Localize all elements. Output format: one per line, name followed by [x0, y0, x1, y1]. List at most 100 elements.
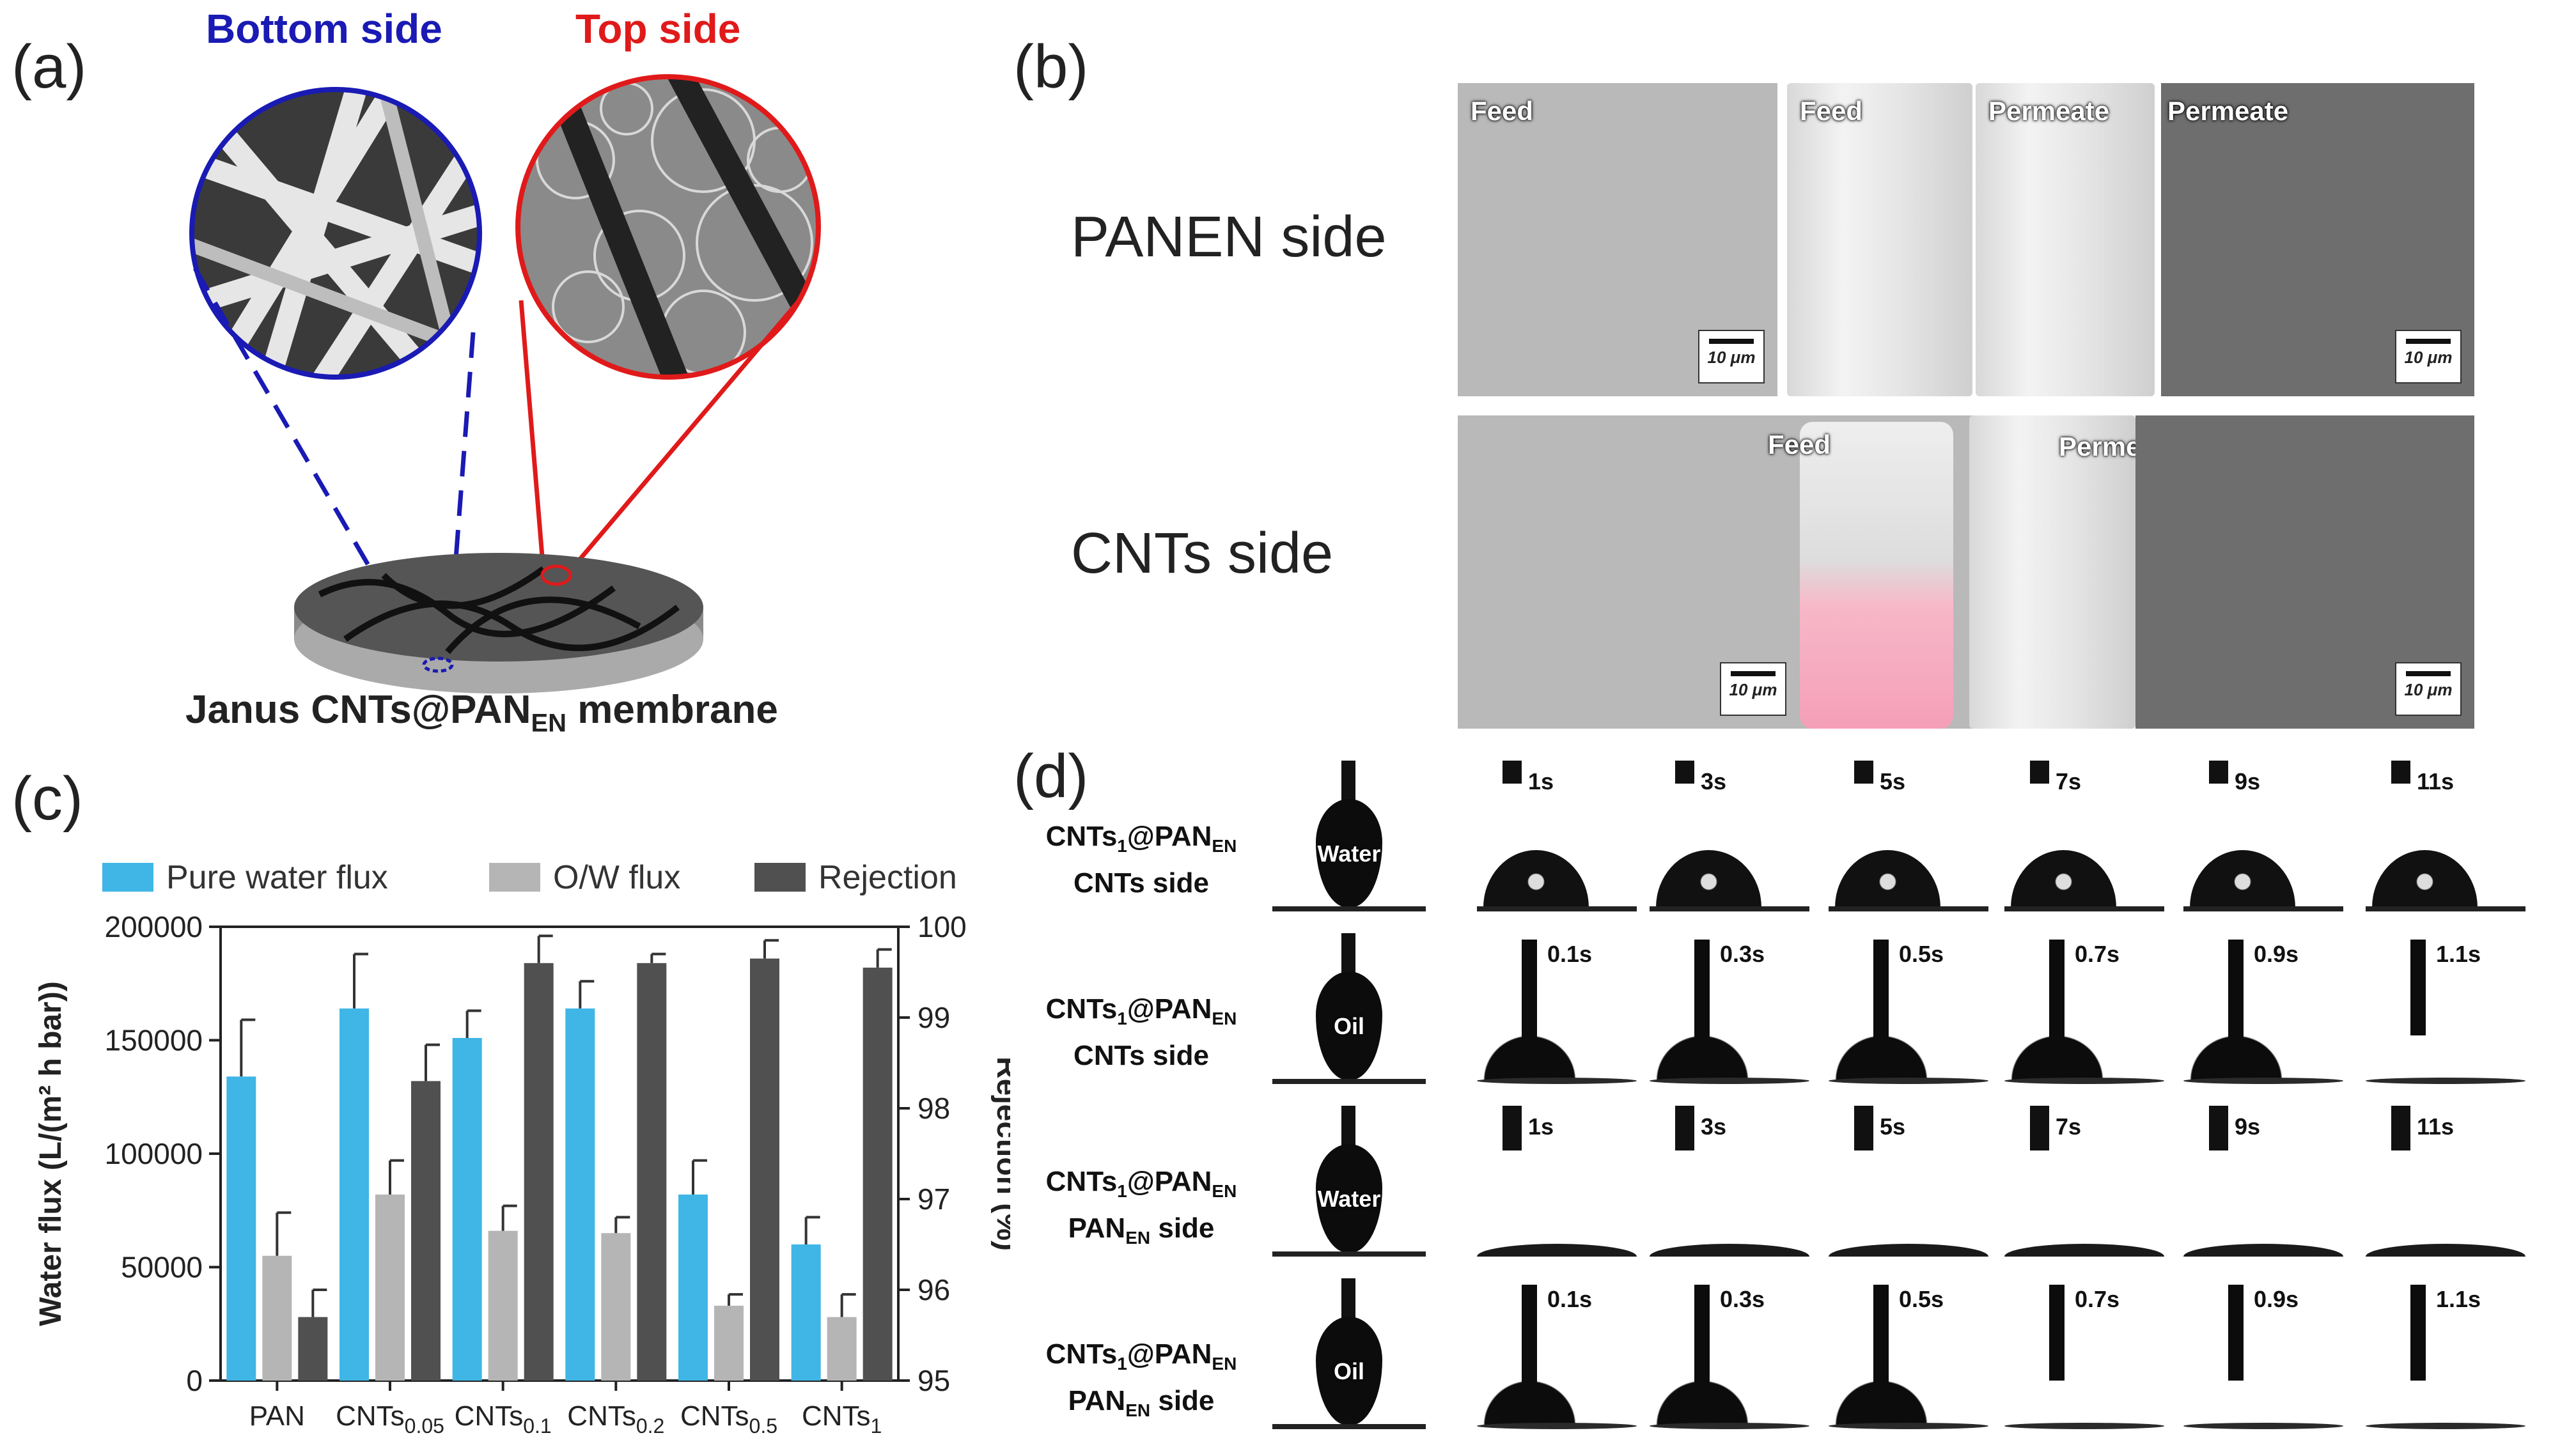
legend-label-0: Pure water flux: [166, 859, 388, 896]
initial-droplet-frame-2: Water: [1272, 1099, 1464, 1271]
time-label-3-2: 0.5s: [1899, 1286, 1944, 1312]
panen-permeate-vial-caption: Permeate: [1988, 96, 2110, 126]
time-frame-2-1: [1650, 1099, 1822, 1271]
contact-row-material: CNTs1@PANEN: [1045, 1338, 1237, 1374]
legend-swatch-0: [102, 863, 153, 892]
y-tick-label-left: 0: [186, 1364, 203, 1397]
time-label-0-3: 7s: [2056, 768, 2082, 794]
panen-permeate-caption: Permeate: [2167, 96, 2289, 126]
time-label-1-5: 1.1s: [2436, 941, 2481, 967]
membrane-caption-end: membrane: [566, 688, 778, 732]
time-label-0-5: 11s: [2417, 768, 2455, 794]
bar-0-0: [226, 1076, 256, 1381]
time-label-2-3: 7s: [2056, 1113, 2082, 1140]
bar-1-0: [262, 1255, 292, 1381]
legend-swatch-2: [754, 863, 806, 892]
cnts-feed-vial-photo: Feed: [1768, 422, 1953, 729]
bar-1-4: [714, 1305, 744, 1381]
top-sem-image: [518, 77, 818, 377]
x-tick-label-2: CNTs0.1: [455, 1400, 552, 1437]
panen-permeate-vial-photo: Permeate: [1976, 83, 2155, 396]
time-frame-0-1: [1650, 754, 1822, 925]
time-frame-3-4: [2183, 1272, 2356, 1443]
panel-c-label: (c): [12, 764, 83, 833]
time-label-3-1: 0.3s: [1720, 1286, 1765, 1312]
time-frame-0-5: [2366, 754, 2538, 925]
membrane-caption: Janus CNTs@PANEN membrane: [185, 687, 778, 738]
time-label-1-3: 0.7s: [2075, 941, 2120, 967]
bar-0-5: [791, 1244, 821, 1381]
panen-side-label: PANEN side: [1071, 205, 1387, 269]
time-frame-1-4: [2183, 927, 2356, 1098]
panen-feed-vial-photo: Feed: [1787, 83, 1972, 396]
initial-droplet-frame-0: Water: [1272, 754, 1464, 925]
bar-2-2: [524, 963, 554, 1381]
y-tick-label-right: 95: [917, 1364, 950, 1397]
contact-row-side: PANEN side: [1068, 1212, 1215, 1248]
panen-scale-right: 10 μm: [2395, 330, 2462, 383]
time-frame-2-5: [2366, 1099, 2538, 1271]
contact-row-label-0: CNTs1@PANEN CNTs side: [1010, 818, 1272, 902]
time-frame-3-3: [2004, 1272, 2177, 1443]
cnts-scale-right: 10 μm: [2395, 662, 2462, 716]
time-label-2-4: 9s: [2235, 1113, 2261, 1140]
y-tick-label-left: 100000: [105, 1137, 203, 1170]
top-side-title: Top side: [575, 6, 741, 52]
time-label-0-1: 3s: [1701, 768, 1727, 794]
time-frame-0-2: [1829, 754, 2001, 925]
contact-row-material: CNTs1@PANEN: [1045, 821, 1237, 856]
cnts-side-label: CNTs side: [1071, 522, 1334, 585]
time-label-2-1: 3s: [1701, 1113, 1727, 1140]
time-label-3-0: 0.1s: [1547, 1286, 1593, 1312]
x-tick-label-4: CNTs0.5: [680, 1400, 777, 1437]
panel-b-label: (b): [1013, 33, 1089, 101]
panel-d-label: (d): [1013, 742, 1089, 810]
time-frame-0-4: [2183, 754, 2356, 925]
time-label-0-2: 5s: [1880, 768, 1906, 794]
time-frame-1-0: [1477, 927, 1650, 1098]
contact-row-side: CNTs side: [1073, 867, 1209, 899]
panen-permeate-micrograph: Permeate 10 μm: [2161, 83, 2474, 396]
bottom-side-title: Bottom side: [206, 6, 442, 52]
panel-a-label: (a): [12, 33, 87, 101]
y-tick-label-right: 100: [917, 910, 967, 943]
time-label-3-4: 0.9s: [2254, 1286, 2299, 1312]
cnts-feed-vial-caption: Feed: [1768, 430, 1831, 460]
time-label-3-3: 0.7s: [2075, 1286, 2120, 1312]
cnts-permeate-vial-photo: Permeate: [1969, 415, 2180, 729]
time-label-0-0: 1s: [1528, 768, 1554, 794]
bottom-sem-image: [192, 89, 480, 377]
y-tick-label-right: 98: [917, 1092, 950, 1125]
cnts-permeate-micrograph: 10 μm: [2135, 415, 2474, 729]
time-label-3-5: 1.1s: [2436, 1286, 2481, 1312]
time-label-2-2: 5s: [1880, 1113, 1906, 1140]
time-frame-3-0: [1477, 1272, 1650, 1443]
bar-2-3: [637, 963, 667, 1381]
time-label-1-0: 0.1s: [1547, 941, 1593, 967]
bar-2-0: [298, 1317, 328, 1381]
panen-feed-caption: Feed: [1471, 96, 1534, 126]
time-label-1-4: 0.9s: [2254, 941, 2299, 967]
bar-2-4: [750, 958, 779, 1381]
x-tick-label-1: CNTs0.05: [336, 1400, 444, 1437]
cnts-scale-left: 10 μm: [1720, 662, 1786, 716]
time-label-2-5: 11s: [2417, 1113, 2455, 1140]
time-frame-1-3: [2004, 927, 2177, 1098]
contact-row-label-3: CNTs1@PANEN PANEN side: [1010, 1336, 1272, 1429]
droplet-label: Oil: [1333, 1358, 1364, 1384]
y-axis-label-left: Water flux (L/(m² h bar)): [34, 981, 68, 1326]
bar-1-2: [488, 1230, 518, 1381]
droplet-label: Oil: [1333, 1013, 1364, 1039]
panen-feed-vial-caption: Feed: [1800, 96, 1863, 126]
contact-row-side: PANEN side: [1068, 1384, 1215, 1420]
contact-row-material: CNTs1@PANEN: [1045, 1166, 1237, 1201]
bar-2-5: [863, 967, 893, 1381]
y-tick-label-right: 99: [917, 1001, 950, 1034]
time-frame-0-3: [2004, 754, 2177, 925]
legend-swatch-1: [489, 863, 540, 892]
time-frame-1-1: [1650, 927, 1822, 1098]
contact-row-label-2: CNTs1@PANEN PANEN side: [1010, 1163, 1272, 1257]
time-label-1-2: 0.5s: [1899, 941, 1944, 967]
